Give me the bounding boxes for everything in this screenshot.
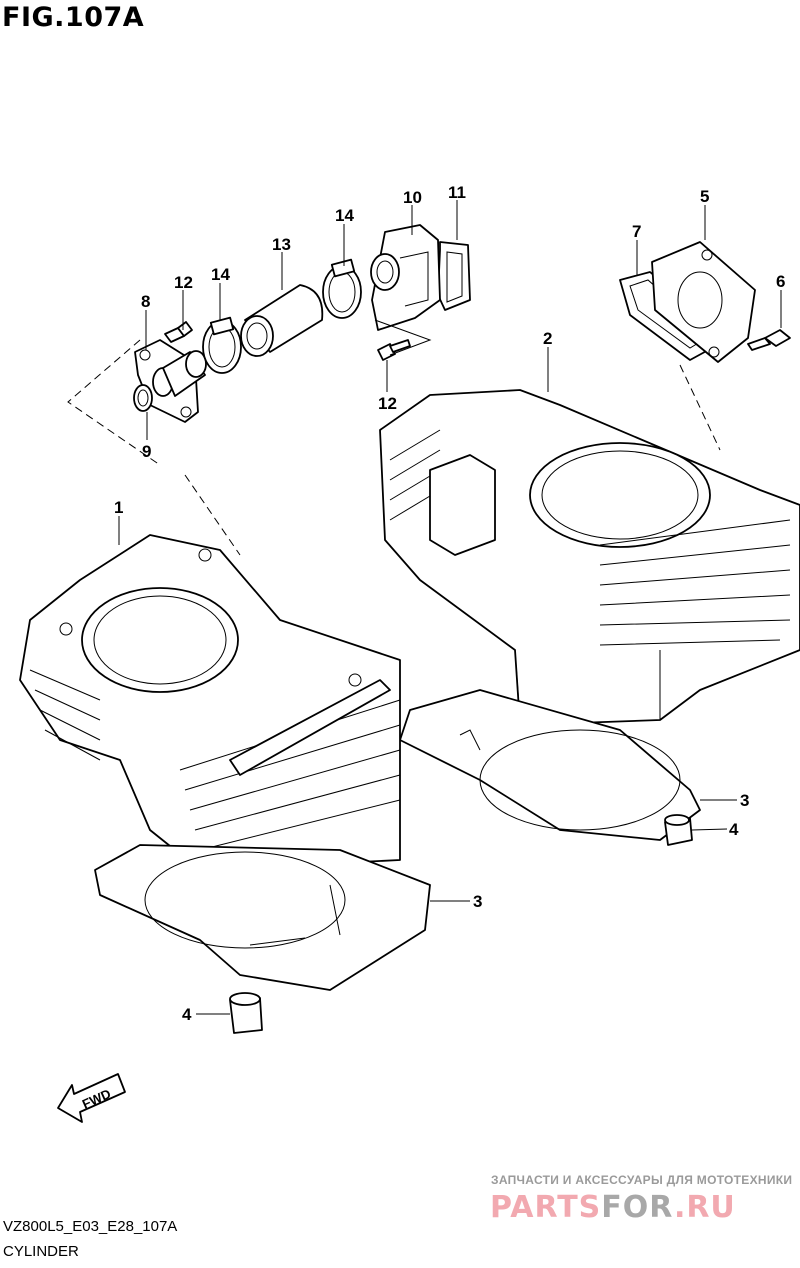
part-3-cylinder-base-gasket[interactable] xyxy=(94,844,431,991)
part-1-front-cylinder[interactable] xyxy=(19,534,401,871)
figure-caption: CYLINDER xyxy=(3,1243,79,1260)
part-5-cover[interactable] xyxy=(651,241,756,363)
part-13-water-hose[interactable] xyxy=(240,284,324,357)
callout-7: 7 xyxy=(632,222,641,241)
callout-3: 3 xyxy=(473,892,482,911)
callout-11: 11 xyxy=(448,183,466,202)
part-4-dowel-pin[interactable] xyxy=(664,814,693,846)
leader-lines xyxy=(67,200,782,1015)
callout-12: 12 xyxy=(378,394,397,413)
callout-1: 1 xyxy=(114,498,123,517)
fwd-arrow-icon: FWD xyxy=(57,1073,126,1123)
callout-10: 10 xyxy=(403,188,422,207)
callout-4: 4 xyxy=(182,1005,192,1024)
callout-12: 12 xyxy=(174,273,193,292)
part-2-rear-cylinder[interactable] xyxy=(379,389,800,726)
callout-4: 4 xyxy=(729,820,739,839)
callout-6: 6 xyxy=(776,272,785,291)
figure-code: VZ800L5_E03_E28_107A xyxy=(3,1218,178,1235)
watermark-tagline: ЗАПЧАСТИ И АКСЕССУАРЫ ДЛЯ МОТОТЕХНИКИ xyxy=(491,1173,793,1187)
part-10-water-outlet[interactable] xyxy=(370,224,441,331)
callout-8: 8 xyxy=(141,292,150,311)
logo-part-3: .RU xyxy=(673,1190,736,1225)
callout-14: 14 xyxy=(335,206,354,225)
logo-part-1: PARTS xyxy=(490,1190,602,1225)
part-9-o-ring[interactable] xyxy=(133,384,153,412)
part-14-hose-clamp[interactable] xyxy=(202,316,242,374)
part-14-hose-clamp[interactable] xyxy=(322,258,362,319)
figure-title: FIG.107A xyxy=(2,2,145,33)
callout-14: 14 xyxy=(211,265,230,284)
callout-9: 9 xyxy=(142,442,151,461)
callout-13: 13 xyxy=(272,235,291,254)
part-11-gasket[interactable] xyxy=(437,241,471,311)
callout-3: 3 xyxy=(740,791,749,810)
watermark-logo: PARTSFOR.RU xyxy=(490,1190,736,1225)
callout-2: 2 xyxy=(543,329,552,348)
logo-part-2: FOR xyxy=(601,1190,674,1225)
part-12-bolt[interactable] xyxy=(377,339,411,361)
part-12-bolt[interactable] xyxy=(164,321,193,343)
callout-5: 5 xyxy=(700,187,709,206)
part-4-dowel-pin[interactable] xyxy=(229,992,263,1034)
part-6-bolt[interactable] xyxy=(747,329,791,351)
